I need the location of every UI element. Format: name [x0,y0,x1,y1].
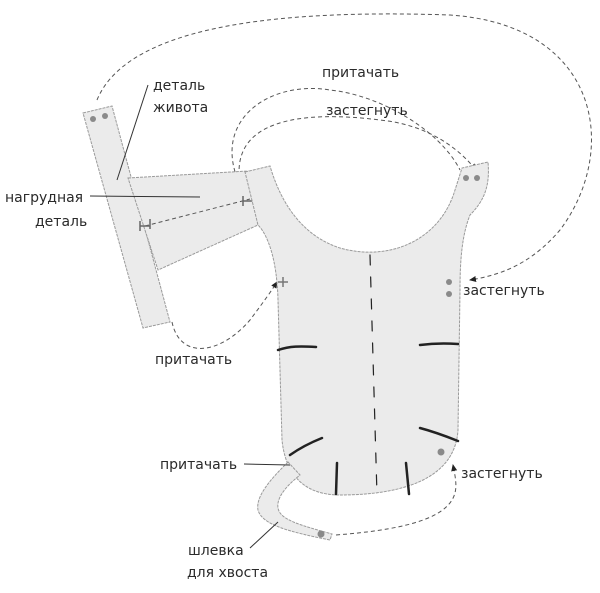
plus-mark-icon [278,277,288,287]
label-attach-top: притачать [322,65,399,81]
body-piece [244,161,489,496]
dart-mark [288,436,324,457]
snap-icon [474,175,480,181]
label-tail-loop-2: для хвоста [187,565,268,581]
fasten-path-bottom [335,464,458,536]
snap-icon [446,279,452,285]
fasten-path-top [238,116,477,184]
dart-mark [334,461,339,496]
fasten-path-outer [96,13,592,282]
label-belly-part: деталь [153,78,205,94]
dart-mark [404,461,411,496]
label-fasten-top: застегнуть [326,103,408,119]
label-chest-part-2: деталь [35,214,87,230]
snap-icon [446,291,452,297]
label-tail-loop: шлевка [188,543,244,559]
label-fasten-bottom: застегнуть [461,466,543,482]
center-line [369,254,378,496]
snap-icon [90,116,96,122]
snap-icon [437,448,445,456]
snap-icon [463,175,469,181]
attach-path-left [171,281,278,349]
stitch-mark-icon [139,193,255,231]
leader-line [243,463,291,466]
dart-mark [418,426,460,443]
label-attach-left: притачать [155,352,232,368]
label-fasten-right: застегнуть [463,283,545,299]
leader-line [116,84,149,181]
tail-loop-piece [257,461,333,541]
chest-piece [127,170,259,271]
label-chest-part: нагрудная [5,190,83,206]
belly-piece [82,105,171,329]
label-belly-part-2: живота [153,100,208,116]
dart-mark [418,342,460,347]
leader-line [89,195,201,198]
snap-icon [102,113,108,119]
label-attach-bottom: притачать [160,457,237,473]
leader-line [249,521,279,549]
dart-mark [276,345,318,352]
snap-icon [317,530,325,538]
